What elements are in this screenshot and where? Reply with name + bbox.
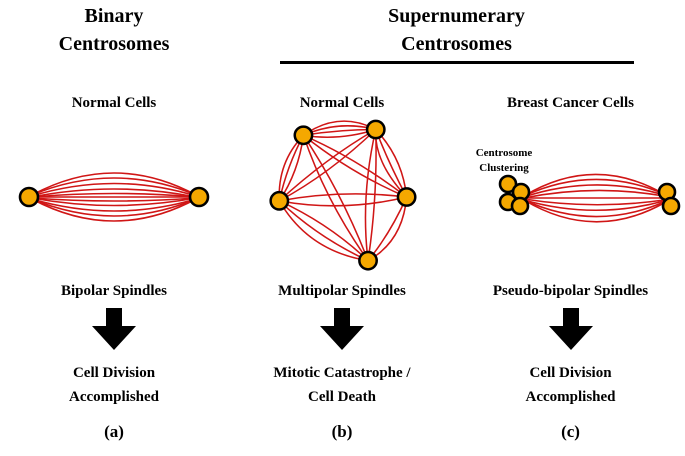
spindle-fibers <box>523 173 665 223</box>
panel-a-arrow-row <box>92 304 136 354</box>
spindle-fibers <box>31 172 197 222</box>
centrosome <box>269 190 290 211</box>
supernumerary-centrosomes-title: Supernumerary Centrosomes <box>388 5 525 55</box>
panel-a-cells-label: Normal Cells <box>71 94 157 111</box>
panel-b: Normal Cells <box>228 90 456 456</box>
supernumerary-header-cell: Supernumerary Centrosomes <box>228 0 685 90</box>
panels-row: Normal Cells <box>0 90 685 456</box>
panel-c-spindle-label: Pseudo-bipolar Spindles <box>492 282 649 299</box>
multipolar-spindle-figure <box>228 116 456 278</box>
down-arrow-icon <box>92 308 136 350</box>
binary-header-cell: Binary Centrosomes <box>0 0 228 90</box>
centrosomes <box>18 186 210 208</box>
centrosome <box>396 187 417 207</box>
multipolar-spindle-svg <box>269 119 417 271</box>
panel-b-outcome-label: Mitotic Catastrophe / Cell Death <box>273 365 411 405</box>
down-arrow-icon <box>320 308 364 350</box>
pseudo-bipolar-spindle-svg <box>498 173 681 223</box>
supernumerary-underline <box>279 61 634 64</box>
centrosome <box>358 250 378 271</box>
centrosome <box>293 125 314 146</box>
diagram-header: Binary Centrosomes Supernumerary Centros… <box>0 0 685 90</box>
centrosome <box>510 196 530 216</box>
panel-a-tag: (a) <box>104 422 124 441</box>
panel-a-spindle-label: Bipolar Spindles <box>60 282 168 299</box>
centrosome <box>188 186 210 208</box>
panel-c-tag: (c) <box>561 422 580 441</box>
centrosome <box>661 196 681 216</box>
panel-b-tag: (b) <box>331 422 353 441</box>
panel-c-outcome-label: Cell Division Accomplished <box>525 365 616 405</box>
centrosome <box>365 119 386 140</box>
panel-b-spindle-label: Multipolar Spindles <box>278 282 406 299</box>
bipolar-spindle-figure <box>0 116 228 278</box>
panel-a: Normal Cells <box>0 90 228 456</box>
centrosomes <box>657 182 681 216</box>
pseudo-bipolar-spindle-figure: Centrosome Clustering <box>456 116 685 278</box>
bipolar-spindle-svg <box>18 172 210 222</box>
panel-c: Breast Cancer Cells Centrosome Clusterin… <box>456 90 685 456</box>
panel-a-outcome-label: Cell Division Accomplished <box>69 365 159 405</box>
clustered-centrosomes <box>498 174 531 216</box>
binary-centrosomes-title: Binary Centrosomes <box>58 5 170 55</box>
panel-b-cells-label: Normal Cells <box>299 94 385 111</box>
panel-c-arrow-row <box>548 304 593 354</box>
panel-b-arrow-row <box>320 304 364 354</box>
panel-c-cells-label: Breast Cancer Cells <box>507 94 634 111</box>
down-arrow-icon <box>548 308 593 350</box>
centrosomes <box>269 119 417 271</box>
centrosome <box>498 174 518 194</box>
centrosome-clustering-label: Centrosome Clustering <box>475 147 533 174</box>
centrosome <box>18 186 40 208</box>
